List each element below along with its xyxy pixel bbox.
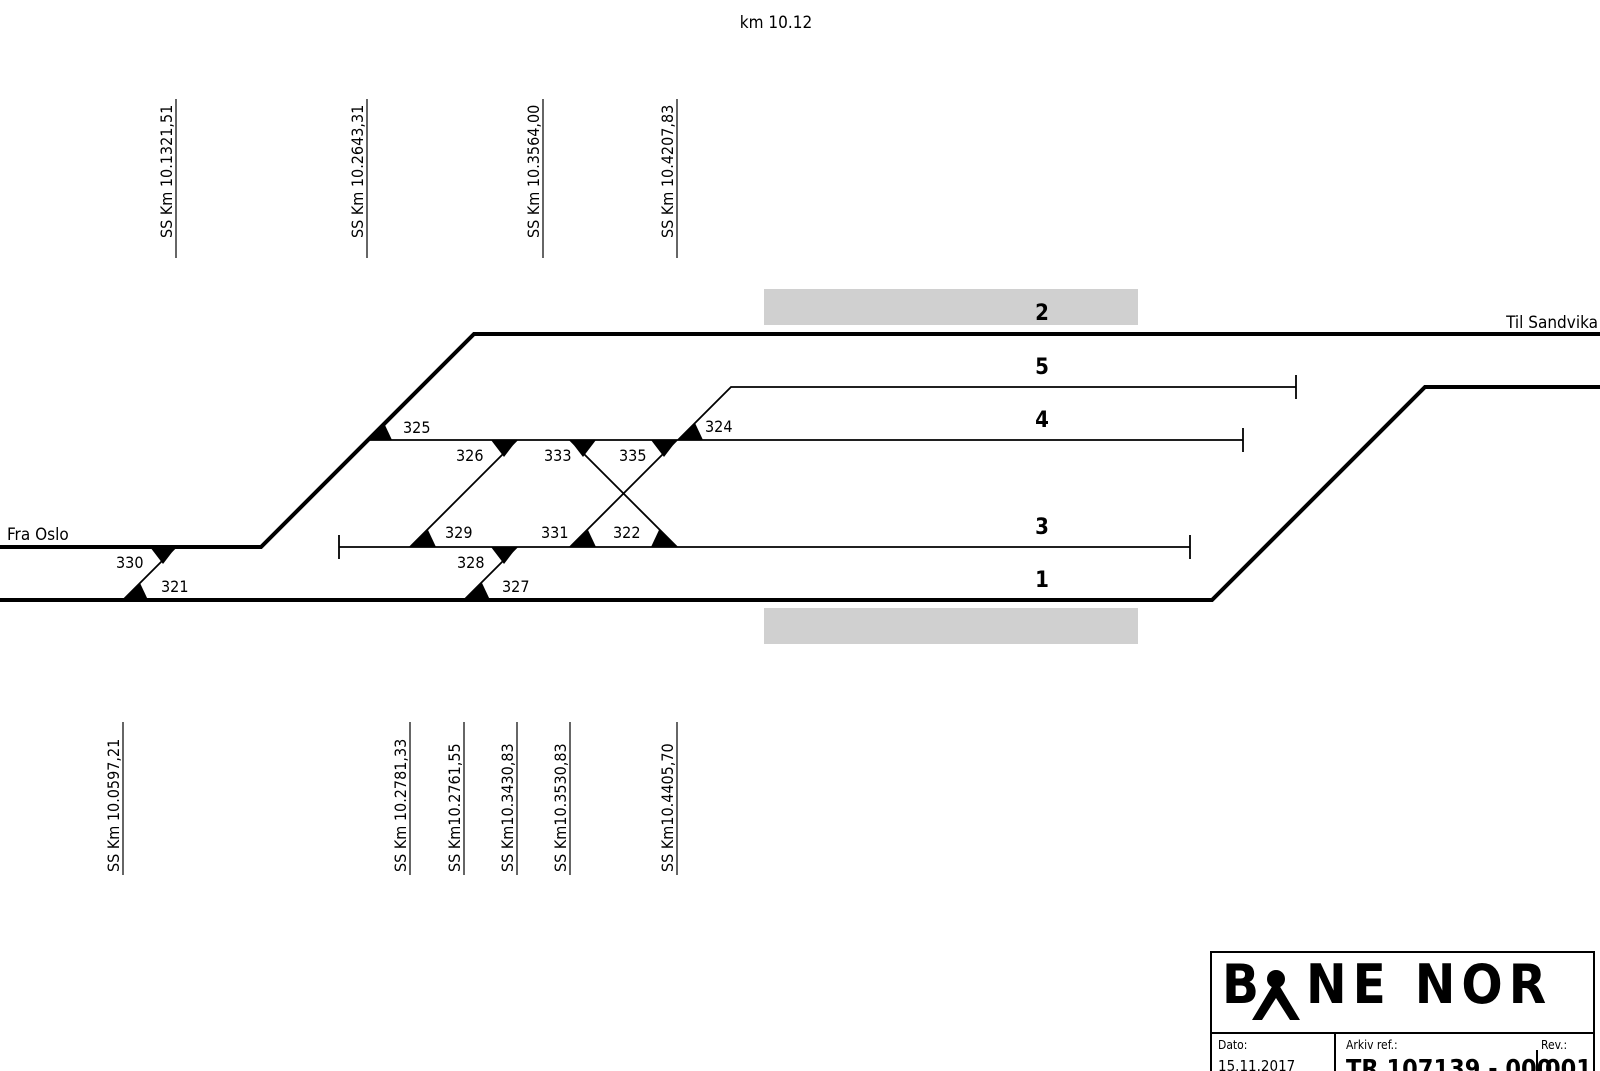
switch-label-325: 325: [403, 418, 430, 437]
track-number-4: 4: [1035, 408, 1049, 433]
direction-to-label: Til Sandvika: [1505, 313, 1598, 333]
switch-label-333: 333: [544, 446, 571, 465]
km-header: km 10.12: [740, 13, 812, 33]
km-marker-top-label: SS Km 10.2643,31: [348, 105, 367, 238]
switch-label-324: 324: [705, 417, 732, 436]
frog-329: [410, 530, 436, 547]
secondary-tracks: [122, 375, 1297, 601]
frog-325: [367, 423, 392, 440]
track-1-line: [0, 385, 1600, 602]
platform-lower: [764, 608, 1138, 644]
rev-label: Rev.:: [1541, 1038, 1567, 1052]
km-markers-bottom: [122, 722, 678, 875]
archive-label: Arkiv ref.:: [1346, 1038, 1398, 1052]
switch-label-321: 321: [161, 577, 188, 596]
frog-324: [678, 423, 703, 440]
frog-333: [570, 440, 596, 457]
track-number-1: 1: [1035, 568, 1049, 593]
switch-label-330: 330: [116, 553, 143, 572]
date-label: Dato:: [1218, 1038, 1247, 1052]
logo-b: B: [1222, 953, 1259, 1016]
main-tracks: [0, 332, 1600, 602]
switch-label-328: 328: [457, 553, 484, 572]
frog-330: [150, 547, 176, 564]
date-value: 15.11.2017: [1218, 1057, 1295, 1071]
rev-value: 001: [1545, 1054, 1592, 1071]
frog-335: [651, 440, 677, 457]
frog-328: [491, 547, 517, 564]
frog-321: [123, 583, 148, 600]
switch-label-327: 327: [502, 577, 529, 596]
switch-label-329: 329: [445, 523, 472, 542]
crossover-335-331: [569, 439, 678, 548]
frog-331: [570, 530, 596, 547]
frog-327: [464, 583, 490, 600]
switch-label-335: 335: [619, 446, 646, 465]
km-marker-top-label: SS Km 10.3564,00: [524, 105, 543, 238]
km-marker-top-label: SS Km 10.1321,51: [157, 105, 176, 238]
logo-rest: NE NOR: [1306, 953, 1552, 1016]
track-5-line: [677, 386, 1296, 441]
km-marker-bottom-label: SS Km10.2761,55: [445, 743, 464, 872]
switch-frogs: [123, 423, 703, 600]
direction-from-label: Fra Oslo: [7, 525, 69, 545]
km-marker-bottom-label: SS Km10.3430,83: [498, 743, 517, 872]
km-marker-top-label: SS Km 10.4207,83: [658, 105, 677, 238]
km-marker-bottom-label: SS Km 10.2781,33: [391, 739, 410, 872]
switch-label-326: 326: [456, 446, 483, 465]
km-marker-bottom-label: SS Km10.3530,83: [551, 743, 570, 872]
track-number-5: 5: [1035, 355, 1049, 380]
frog-322: [651, 530, 677, 547]
crossover-326-329: [409, 439, 518, 548]
switch-labels: 330 321 325 326 333 335 324 329 331 322 …: [116, 417, 732, 596]
track-number-2: 2: [1035, 301, 1049, 326]
bane-nor-logo-icon: [1252, 980, 1300, 1020]
track-number-3: 3: [1035, 515, 1049, 540]
archive-value: TR 107139 - 000: [1346, 1054, 1552, 1071]
bane-nor-logo-dot: [1267, 970, 1285, 988]
title-block: B NE NOR Dato: 15.11.2017 Arkiv ref.: TR…: [1210, 951, 1595, 1071]
frog-326: [491, 440, 517, 457]
track-numbers: 2 5 4 3 1: [1035, 301, 1049, 593]
km-marker-bottom-label: SS Km10.4405,70: [658, 743, 677, 872]
platform-upper: [764, 289, 1138, 325]
switch-label-322: 322: [613, 523, 640, 542]
km-marker-bottom-label: SS Km 10.0597,21: [104, 739, 123, 872]
switch-label-331: 331: [541, 523, 568, 542]
km-markers-top: [175, 99, 678, 258]
